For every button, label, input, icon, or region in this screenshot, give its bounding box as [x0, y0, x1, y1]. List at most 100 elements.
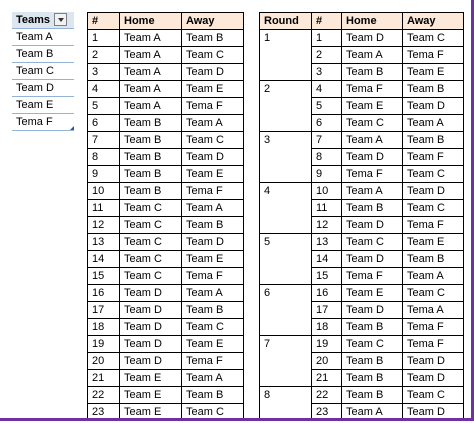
match-cell-number[interactable]: 9: [87, 165, 120, 183]
match-cell-number[interactable]: 23: [87, 403, 120, 418]
match-cell-number[interactable]: 8: [87, 148, 120, 166]
rounds-header-round[interactable]: Round: [259, 12, 312, 30]
team-cell[interactable]: Team D: [12, 79, 74, 97]
round-cell-round[interactable]: [259, 403, 312, 418]
round-cell-away[interactable]: Team C: [402, 284, 464, 302]
round-cell-away[interactable]: Team B: [402, 250, 464, 268]
table-resize-handle-icon[interactable]: [70, 126, 74, 130]
round-cell-round[interactable]: [259, 352, 312, 370]
match-cell-home[interactable]: Team D: [119, 284, 182, 302]
match-cell-away[interactable]: Tema F: [181, 97, 244, 115]
round-cell-round[interactable]: [259, 369, 312, 387]
round-cell-round[interactable]: [259, 114, 312, 132]
filter-dropdown-icon[interactable]: [54, 12, 68, 26]
match-cell-away[interactable]: Tema F: [181, 352, 244, 370]
match-cell-away[interactable]: Team E: [181, 335, 244, 353]
match-cell-away[interactable]: Team D: [181, 148, 244, 166]
rounds-header-away[interactable]: Away: [402, 12, 464, 30]
round-cell-round[interactable]: 2: [259, 80, 312, 98]
round-cell-number[interactable]: 8: [311, 148, 342, 166]
matches-header-away[interactable]: Away: [181, 12, 244, 30]
match-cell-number[interactable]: 16: [87, 284, 120, 302]
team-cell[interactable]: Team A: [12, 28, 74, 46]
round-cell-home[interactable]: Team D: [341, 250, 403, 268]
round-cell-number[interactable]: 22: [311, 386, 342, 404]
round-cell-home[interactable]: Team C: [341, 233, 403, 251]
match-cell-home[interactable]: Team D: [119, 352, 182, 370]
round-cell-number[interactable]: 23: [311, 403, 342, 418]
match-cell-away[interactable]: Team A: [181, 284, 244, 302]
match-cell-home[interactable]: Team D: [119, 335, 182, 353]
match-cell-home[interactable]: Team C: [119, 199, 182, 217]
match-cell-home[interactable]: Team B: [119, 148, 182, 166]
match-cell-number[interactable]: 15: [87, 267, 120, 285]
round-cell-home[interactable]: Team C: [341, 114, 403, 132]
round-cell-round[interactable]: 8: [259, 386, 312, 404]
round-cell-round[interactable]: [259, 46, 312, 64]
match-cell-away[interactable]: Team A: [181, 199, 244, 217]
round-cell-home[interactable]: Team C: [341, 335, 403, 353]
match-cell-number[interactable]: 12: [87, 216, 120, 234]
round-cell-round[interactable]: [259, 148, 312, 166]
round-cell-round[interactable]: [259, 267, 312, 285]
round-cell-home[interactable]: Tema F: [341, 80, 403, 98]
round-cell-home[interactable]: Team D: [341, 29, 403, 47]
round-cell-number[interactable]: 14: [311, 250, 342, 268]
match-cell-number[interactable]: 2: [87, 46, 120, 64]
match-cell-away[interactable]: Team C: [181, 403, 244, 418]
round-cell-home[interactable]: Team B: [341, 63, 403, 81]
match-cell-away[interactable]: Team C: [181, 46, 244, 64]
round-cell-away[interactable]: Team A: [402, 114, 464, 132]
match-cell-away[interactable]: Team B: [181, 301, 244, 319]
match-cell-home[interactable]: Team B: [119, 131, 182, 149]
round-cell-away[interactable]: Tema F: [402, 216, 464, 234]
round-cell-number[interactable]: 6: [311, 114, 342, 132]
round-cell-number[interactable]: 10: [311, 182, 342, 200]
round-cell-number[interactable]: 20: [311, 352, 342, 370]
match-cell-home[interactable]: Team A: [119, 46, 182, 64]
matches-header-number[interactable]: #: [87, 12, 120, 30]
round-cell-home[interactable]: Team A: [341, 182, 403, 200]
match-cell-away[interactable]: Tema F: [181, 267, 244, 285]
match-cell-number[interactable]: 20: [87, 352, 120, 370]
match-cell-home[interactable]: Team A: [119, 63, 182, 81]
round-cell-away[interactable]: Team C: [402, 199, 464, 217]
round-cell-away[interactable]: Team B: [402, 80, 464, 98]
round-cell-home[interactable]: Team B: [341, 199, 403, 217]
match-cell-away[interactable]: Team E: [181, 80, 244, 98]
team-cell[interactable]: Team E: [12, 96, 74, 114]
round-cell-away[interactable]: Team B: [402, 131, 464, 149]
match-cell-home[interactable]: Team A: [119, 97, 182, 115]
team-cell[interactable]: Team C: [12, 62, 74, 80]
match-cell-away[interactable]: Team B: [181, 386, 244, 404]
rounds-header-number[interactable]: #: [311, 12, 342, 30]
team-cell[interactable]: Team B: [12, 45, 74, 63]
match-cell-number[interactable]: 22: [87, 386, 120, 404]
round-cell-away[interactable]: Tema F: [402, 335, 464, 353]
match-cell-home[interactable]: Team C: [119, 250, 182, 268]
round-cell-away[interactable]: Tema A: [402, 301, 464, 319]
round-cell-home[interactable]: Team D: [341, 301, 403, 319]
round-cell-home[interactable]: Tema F: [341, 165, 403, 183]
round-cell-away[interactable]: Team D: [402, 369, 464, 387]
match-cell-number[interactable]: 5: [87, 97, 120, 115]
round-cell-number[interactable]: 18: [311, 318, 342, 336]
round-cell-home[interactable]: Team D: [341, 216, 403, 234]
match-cell-away[interactable]: Team D: [181, 63, 244, 81]
round-cell-round[interactable]: 1: [259, 29, 312, 47]
match-cell-away[interactable]: Team E: [181, 250, 244, 268]
match-cell-number[interactable]: 10: [87, 182, 120, 200]
round-cell-number[interactable]: 13: [311, 233, 342, 251]
rounds-header-home[interactable]: Home: [341, 12, 403, 30]
round-cell-away[interactable]: Team D: [402, 352, 464, 370]
round-cell-number[interactable]: 19: [311, 335, 342, 353]
match-cell-away[interactable]: Team B: [181, 29, 244, 47]
round-cell-home[interactable]: Team B: [341, 318, 403, 336]
round-cell-away[interactable]: Team D: [402, 97, 464, 115]
round-cell-number[interactable]: 2: [311, 46, 342, 64]
round-cell-number[interactable]: 7: [311, 131, 342, 149]
round-cell-number[interactable]: 9: [311, 165, 342, 183]
match-cell-home[interactable]: Team B: [119, 182, 182, 200]
match-cell-home[interactable]: Team C: [119, 267, 182, 285]
match-cell-number[interactable]: 6: [87, 114, 120, 132]
